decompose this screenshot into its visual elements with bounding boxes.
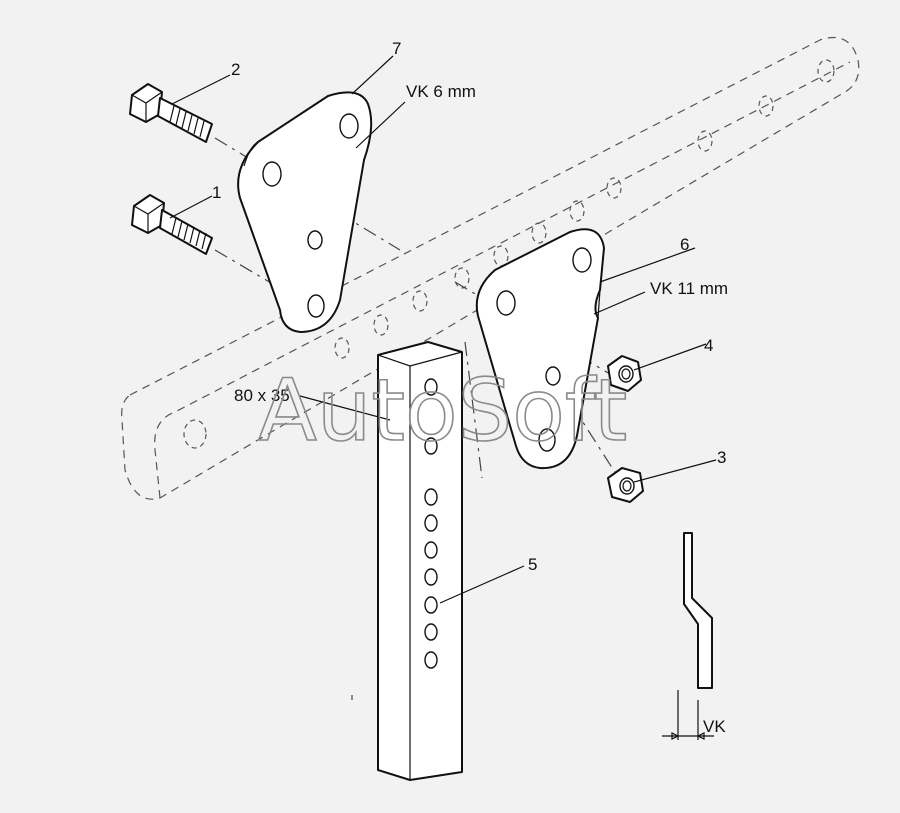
part-label-3: 3 xyxy=(717,448,726,467)
part-label-5: 5 xyxy=(528,555,537,574)
plate-thickness-note-11mm: VK 11 mm xyxy=(650,279,728,298)
plate-thickness-note-6mm: VK 6 mm xyxy=(406,82,476,101)
mounting-plate-6 xyxy=(475,228,605,470)
nut-3 xyxy=(607,467,644,503)
part-label-7: 7 xyxy=(392,39,401,58)
watermark: AutoSoft xyxy=(258,361,627,461)
bolt-1 xyxy=(131,194,213,255)
mounting-plate-7 xyxy=(237,91,373,333)
leader-lines xyxy=(169,55,717,604)
vertical-tube-5 xyxy=(351,341,463,781)
offset-dimension-label: VK xyxy=(703,717,726,736)
part-label-6: 6 xyxy=(680,235,689,254)
part-label-4: 4 xyxy=(704,336,713,355)
tube-section-note: 80 x 35 xyxy=(234,386,290,405)
part-label-1: 1 xyxy=(212,183,221,202)
part-label-2: 2 xyxy=(231,60,240,79)
bolt-2 xyxy=(129,83,213,143)
nut-4 xyxy=(607,355,642,392)
offset-profile-detail xyxy=(662,532,714,740)
